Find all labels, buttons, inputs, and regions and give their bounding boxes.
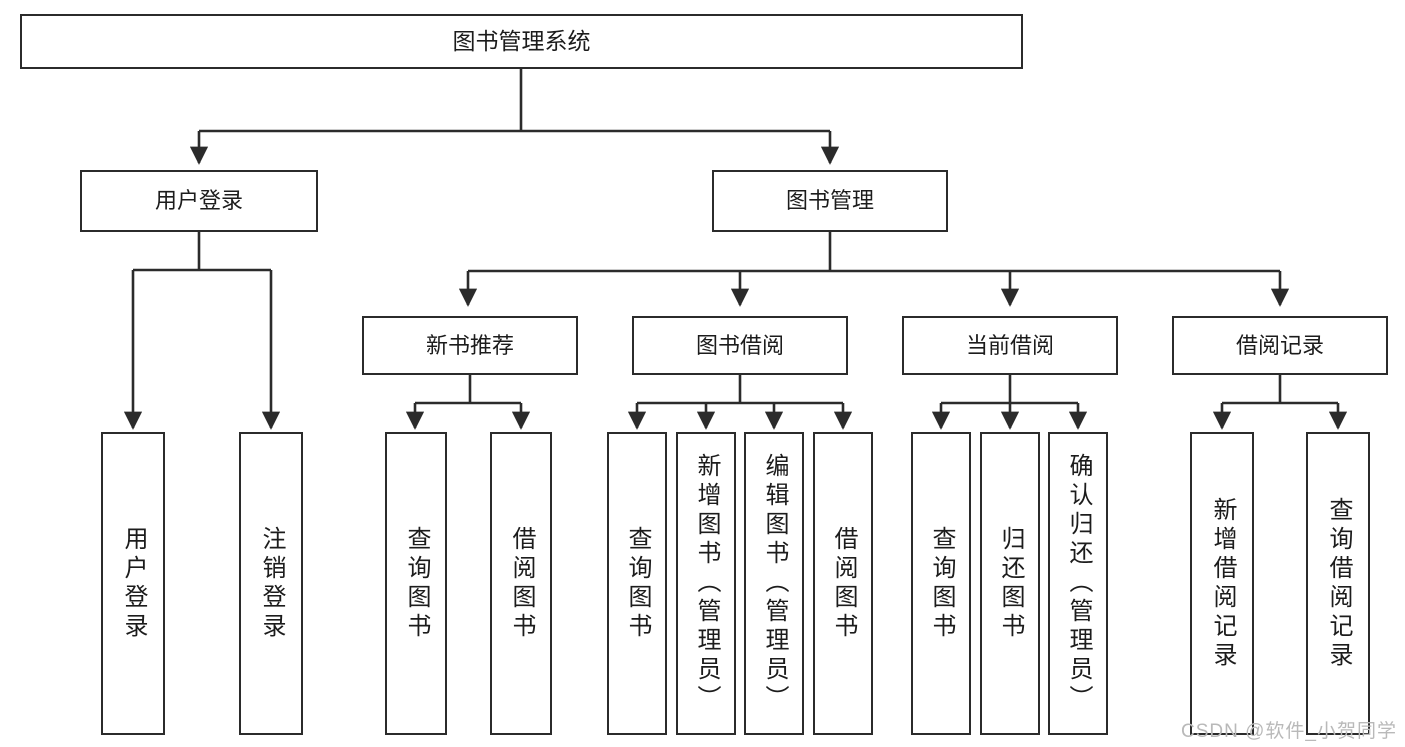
leaf-query-book-3[interactable]: 查询图书	[911, 432, 971, 735]
leaf-user-login-label: 用户登录	[120, 525, 147, 642]
leaf-confirm-return[interactable]: 确认归还（管理员）	[1048, 432, 1108, 735]
leaf-borrow-book-2[interactable]: 借阅图书	[813, 432, 873, 735]
leaf-query-record[interactable]: 查询借阅记录	[1306, 432, 1370, 735]
node-book-management[interactable]: 图书管理	[712, 170, 948, 232]
leaf-query-book-1[interactable]: 查询图书	[385, 432, 447, 735]
leaf-add-record-label: 新增借阅记录	[1209, 496, 1236, 671]
node-current-borrow[interactable]: 当前借阅	[902, 316, 1118, 375]
node-borrow-record[interactable]: 借阅记录	[1172, 316, 1388, 375]
leaf-user-login[interactable]: 用户登录	[101, 432, 165, 735]
node-user-login[interactable]: 用户登录	[80, 170, 318, 232]
leaf-query-record-label: 查询借阅记录	[1325, 496, 1352, 671]
leaf-user-logout-label: 注销登录	[258, 525, 285, 642]
node-root-label: 图书管理系统	[452, 27, 591, 54]
node-borrow-record-label: 借阅记录	[1235, 332, 1324, 358]
node-book-management-label: 图书管理	[785, 188, 874, 214]
leaf-confirm-return-label: 确认归还（管理员）	[1065, 453, 1092, 714]
node-book-borrow-label: 图书借阅	[695, 332, 784, 358]
node-new-book-recommend-label: 新书推荐	[425, 332, 514, 358]
leaf-borrow-book-1[interactable]: 借阅图书	[490, 432, 552, 735]
leaf-query-book-3-label: 查询图书	[928, 525, 955, 642]
leaf-return-book-label: 归还图书	[997, 525, 1024, 642]
node-current-borrow-label: 当前借阅	[965, 332, 1054, 358]
leaf-borrow-book-2-label: 借阅图书	[830, 525, 857, 642]
leaf-edit-book[interactable]: 编辑图书（管理员）	[744, 432, 804, 735]
leaf-add-book[interactable]: 新增图书（管理员）	[676, 432, 736, 735]
leaf-query-book-2-label: 查询图书	[624, 525, 651, 642]
leaf-return-book[interactable]: 归还图书	[980, 432, 1040, 735]
leaf-add-record[interactable]: 新增借阅记录	[1190, 432, 1254, 735]
node-user-login-label: 用户登录	[154, 188, 243, 214]
leaf-query-book-1-label: 查询图书	[403, 525, 430, 642]
leaf-edit-book-label: 编辑图书（管理员）	[761, 453, 788, 714]
leaf-borrow-book-1-label: 借阅图书	[508, 525, 535, 642]
node-book-borrow[interactable]: 图书借阅	[632, 316, 848, 375]
leaf-add-book-label: 新增图书（管理员）	[693, 453, 720, 714]
leaf-user-logout[interactable]: 注销登录	[239, 432, 303, 735]
node-new-book-recommend[interactable]: 新书推荐	[362, 316, 578, 375]
leaf-query-book-2[interactable]: 查询图书	[607, 432, 667, 735]
node-root[interactable]: 图书管理系统	[20, 14, 1023, 69]
